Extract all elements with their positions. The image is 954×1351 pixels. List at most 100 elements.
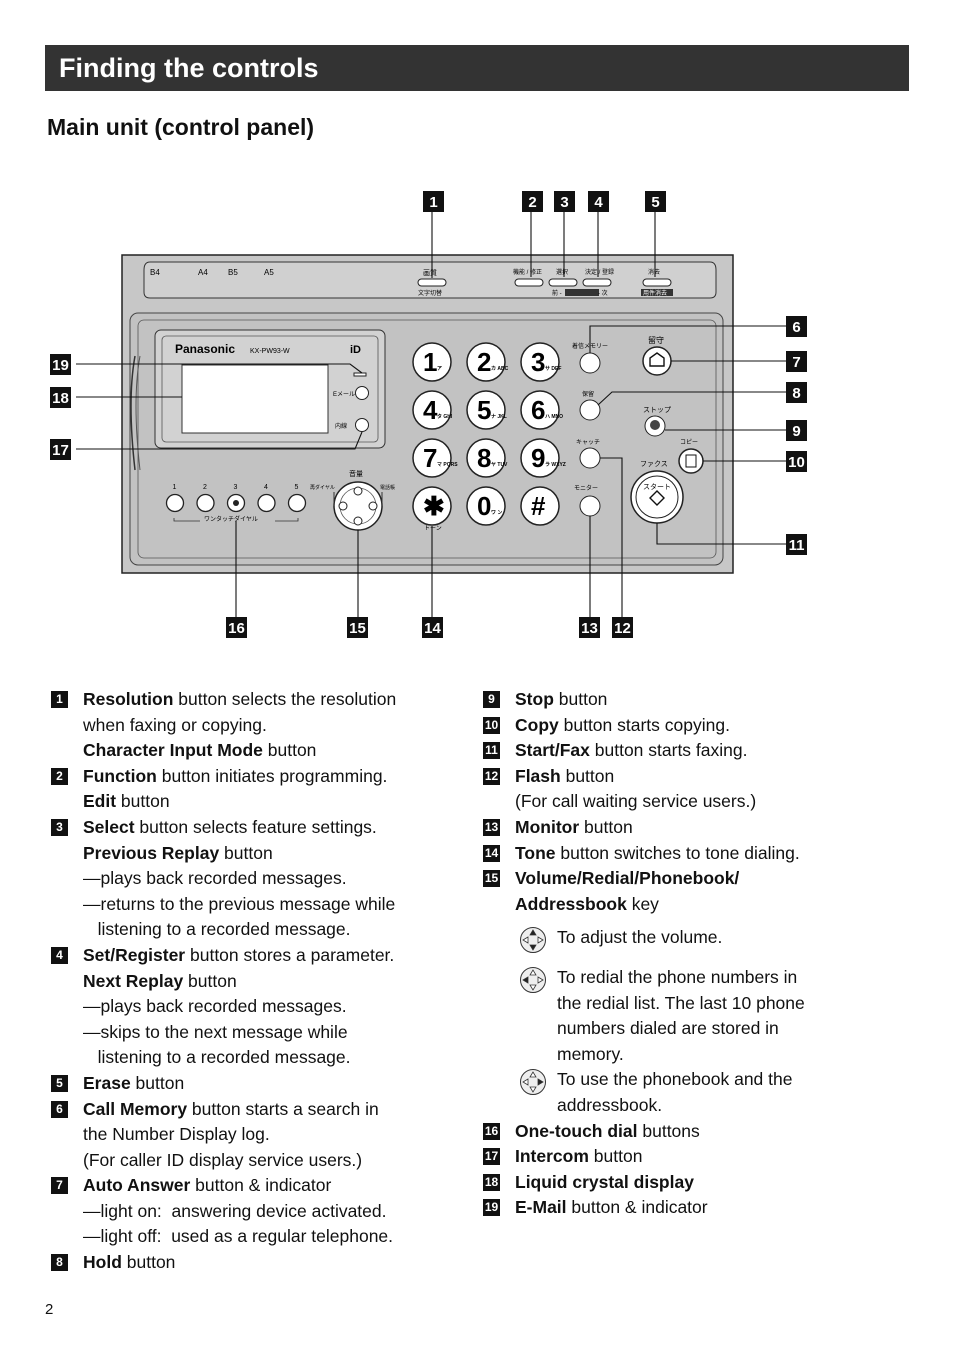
legend-text: buttons [637,1120,700,1141]
intercom-label: 内線 [335,422,347,430]
legend-number: 12 [483,767,500,785]
legend-line: Next Replay button [83,969,451,995]
dial-key-digit: 8 [477,443,491,473]
legend-text: button switches to tone dialing. [555,842,800,863]
callout-13 [579,617,600,638]
resolution-button[interactable] [417,278,447,287]
legend-text: button starts a search in [187,1098,379,1119]
legend-term: E-Mail [515,1197,567,1218]
legend-line: —skips to the next message while [83,1020,451,1046]
left-column: 1 Resolution button selects the resolutio… [51,687,451,1276]
one-touch-number: 1 [173,484,177,491]
legend-number: 3 [51,818,68,836]
legend-line: Erase button [83,1071,451,1097]
legend-text: button [121,1252,176,1273]
legend-number: 14 [483,844,500,862]
callout-number: 8 [792,385,800,402]
legend-line: Intercom button [515,1144,883,1170]
callout-number: 18 [52,390,69,407]
legend-text: button starts faxing. [589,740,748,761]
dial-key-sub: サ DEF [545,366,561,372]
set-register-button[interactable] [582,278,612,287]
legend-line: listening to a recorded message. [83,1045,451,1071]
erase-button[interactable] [642,278,672,287]
legend-line: Resolution button selects the resolution [83,687,451,713]
callout-5 [645,191,666,212]
intercom-button[interactable] [355,418,369,432]
legend-term: Call Memory [83,1098,188,1119]
legend-item-1: 1 Resolution button selects the resolutio… [51,687,451,764]
auto-answer-button[interactable] [642,346,672,376]
redial-key-icon [520,966,546,993]
one-touch-button-2[interactable] [196,493,215,513]
dial-key-sub: ワ ン [491,510,502,516]
callout-number: 13 [581,620,598,637]
callout-number: 1 [429,194,437,211]
flash-button[interactable] [579,447,601,469]
legend-text: listening to a recorded message. [83,1047,351,1068]
legend-text: button & indicator [566,1197,708,1218]
copy-button[interactable] [678,448,704,474]
one-touch-label: ワンタッチダイヤル [204,515,258,523]
legend-item-19: 19 E-Mail button & indicator [483,1195,883,1221]
legend-number: 19 [483,1199,500,1217]
legend-text: (For call waiting service users.) [515,791,757,812]
legend-text: button [219,842,273,863]
legend-number: 1 [51,691,68,708]
dial-key-digit: 2 [477,347,491,377]
dial-key-sub: カ ABC [491,365,509,372]
one-touch-button-4[interactable] [257,493,276,513]
start-icon [649,490,665,506]
legend-line: Function button initiates programming. [83,764,451,790]
one-touch-button-1[interactable] [165,493,185,513]
next-label: - 次 [598,289,608,297]
callout-15 [347,617,368,638]
dial-key-11[interactable]: # [520,486,560,526]
start-fax-button[interactable] [630,470,684,524]
select-button[interactable] [548,278,578,287]
callout-7 [786,351,807,372]
monitor-button[interactable] [579,495,601,517]
hold-button[interactable] [579,399,601,421]
email-button[interactable] [355,386,369,400]
callout-16 [226,617,247,638]
legend-term: Tone [515,842,556,863]
volume-note-line: memory. [557,1043,624,1064]
callout-4 [588,191,609,212]
dial-key-sub: ナ JKL [491,414,507,420]
function-button[interactable] [514,278,544,287]
volume-key-icon [520,927,546,954]
one-touch-button-5[interactable] [287,493,307,513]
lcd-display [181,364,329,434]
dial-key-9[interactable]: ✱ [412,486,452,526]
dial-key-digit: 0 [477,491,491,521]
volume-note-0: To adjust the volume. [483,925,883,954]
redial-label: 再ダイヤル [310,484,335,491]
callout-number: 2 [528,194,536,211]
prev-label: 前 - [552,289,562,297]
call-memory-button[interactable] [579,352,601,374]
phonebook-label: 電話帳 [380,484,395,491]
callout-9 [786,420,807,441]
legend-text: when faxing or copying. [83,714,267,735]
legend-term: Start/Fax [515,740,590,761]
id-logo: iD [350,344,361,356]
callout-number: 4 [594,194,603,211]
